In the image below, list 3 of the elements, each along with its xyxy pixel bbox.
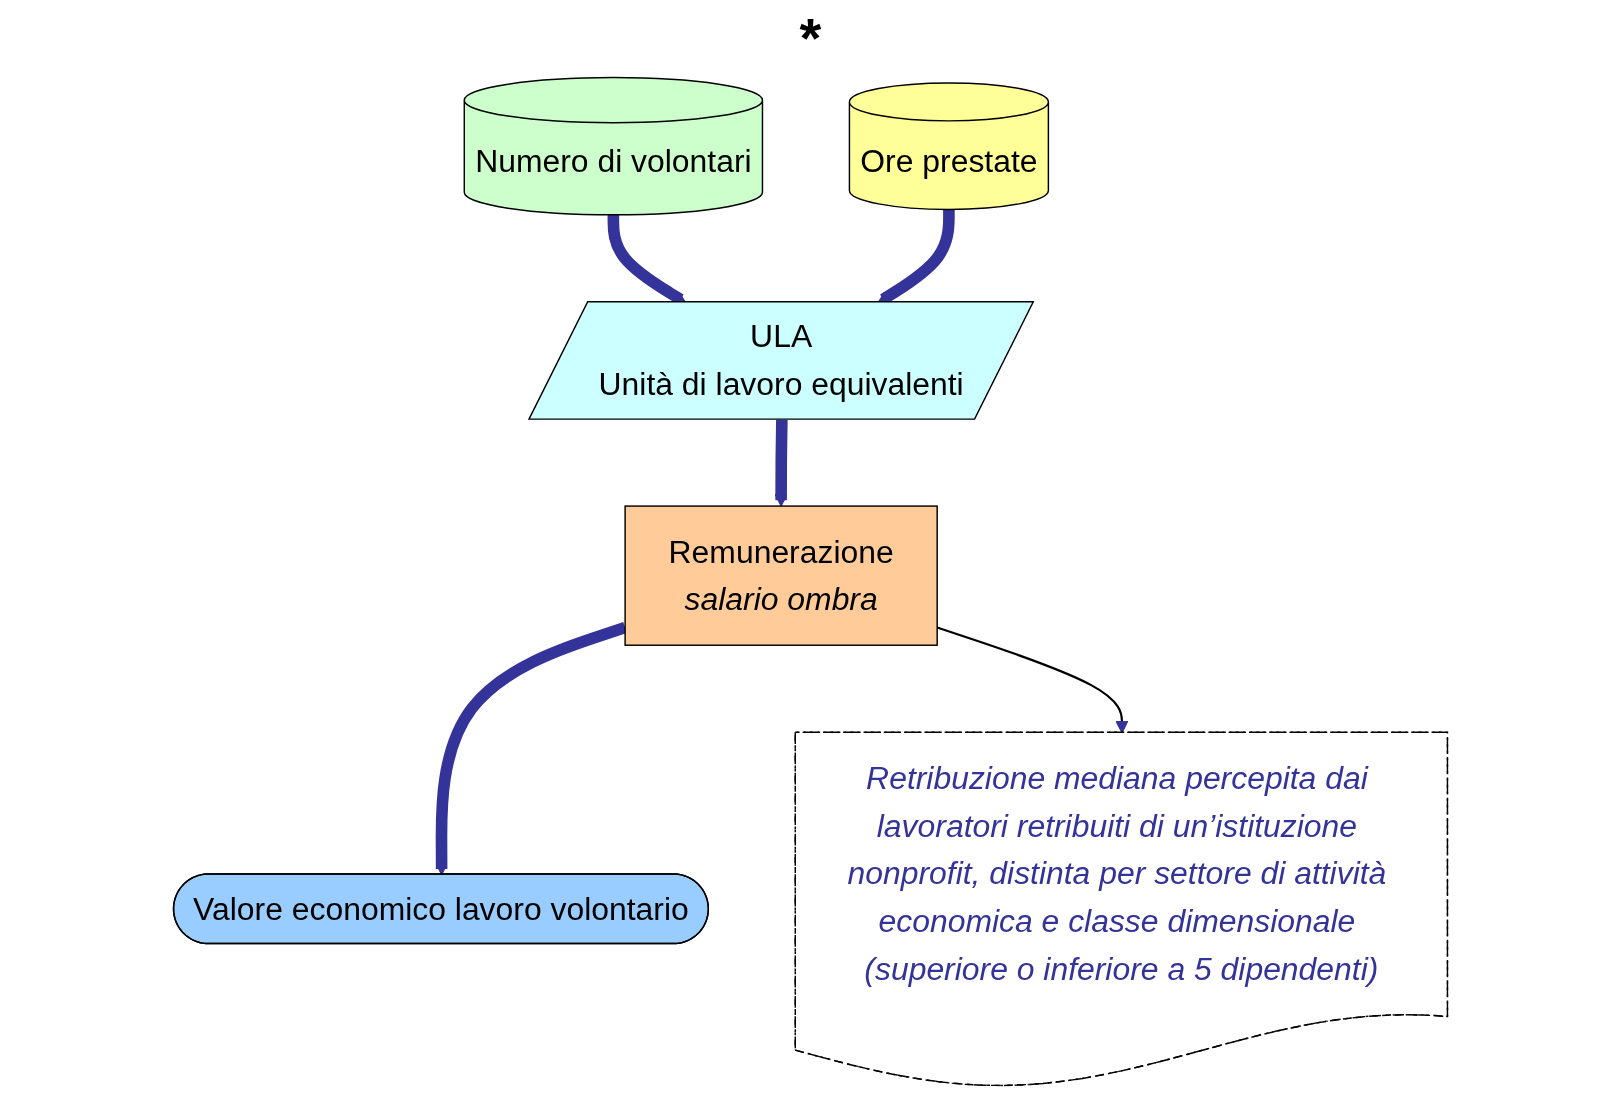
multiplication-sign: * — [799, 10, 822, 66]
node-box: Remunerazione salario ombra — [624, 505, 938, 646]
arrow — [774, 419, 788, 507]
